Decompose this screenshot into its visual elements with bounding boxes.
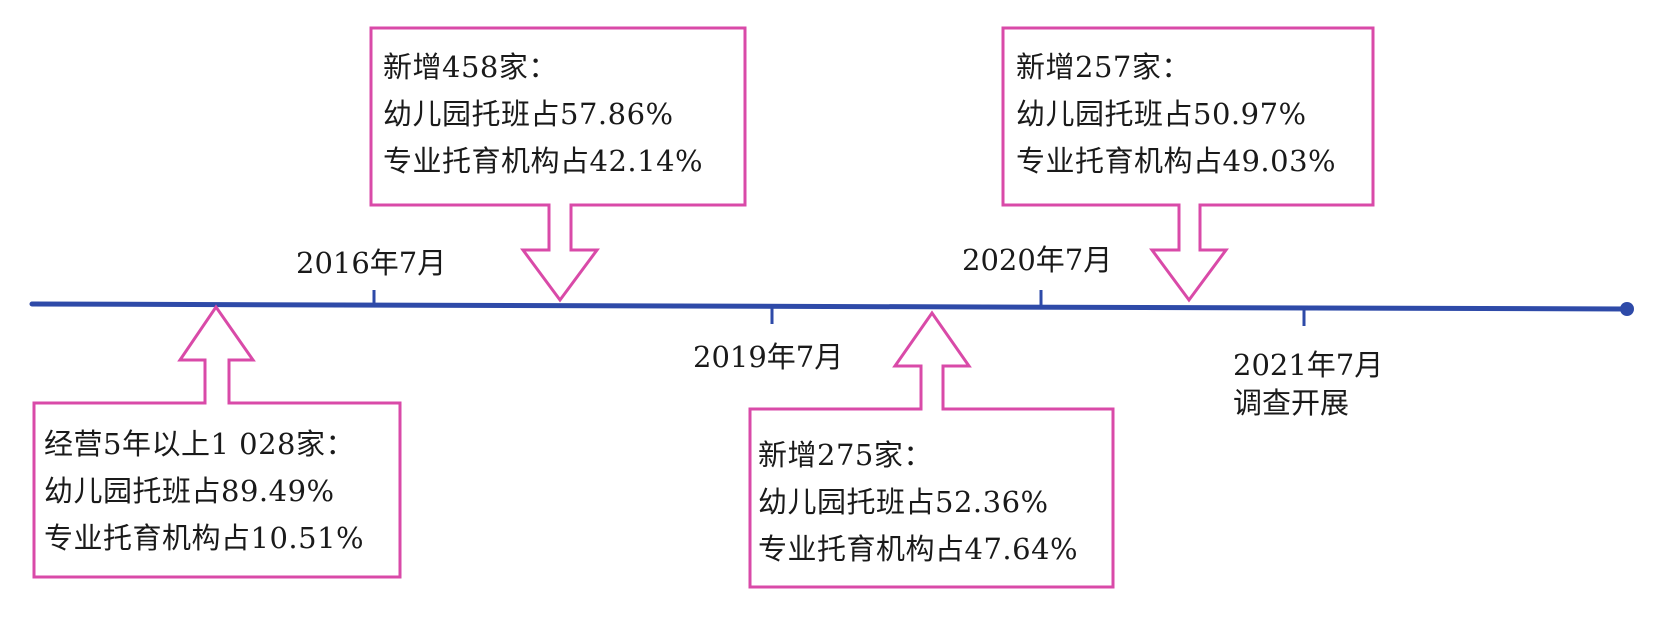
timeline-axis [29,301,1630,312]
callout-heading: 新增458家： [383,50,558,84]
callout-line-kindergarten: 幼儿园托班占52.36% [758,485,1049,519]
callout-heading: 新增257家： [1016,50,1191,84]
date-label-2016: 2016年7月 [296,246,447,280]
callout-box-before-2016 [32,304,402,579]
callout-box-2020-2021 [1001,26,1375,303]
callout-box-2016-2019 [369,26,747,303]
callout-text-2019-2020: 新增275家： 幼儿园托班占52.36% 专业托育机构占47.64% [758,432,1078,573]
callout-heading: 经营5年以上1 028家： [44,427,355,461]
callout-heading: 新增275家： [758,438,933,472]
callout-text-before-2016: 经营5年以上1 028家： 幼儿园托班占89.49% 专业托育机构占10.51% [44,421,364,562]
callout-text-2020-2021: 新增257家： 幼儿园托班占50.97% 专业托育机构占49.03% [1016,44,1336,185]
callout-line-professional: 专业托育机构占47.64% [758,532,1079,566]
callout-line-kindergarten: 幼儿园托班占57.86% [383,97,674,131]
date-label-2020: 2020年7月 [962,243,1113,277]
callout-box-2019-2020 [748,310,1115,589]
callout-line-professional: 专业托育机构占42.14% [383,144,704,178]
callout-line-kindergarten: 幼儿园托班占50.97% [1016,97,1307,131]
date-label-2019: 2019年7月 [693,340,844,374]
callout-line-professional: 专业托育机构占10.51% [44,521,365,555]
date-label-2021: 2021年7月 [1233,348,1384,382]
callout-text-2016-2019: 新增458家： 幼儿园托班占57.86% 专业托育机构占42.14% [383,44,703,185]
timeline-end-dot [1620,302,1634,316]
date-sublabel-2021: 调查开展 [1233,386,1350,420]
callout-line-kindergarten: 幼儿园托班占89.49% [44,474,335,508]
callout-line-professional: 专业托育机构占49.03% [1016,144,1337,178]
